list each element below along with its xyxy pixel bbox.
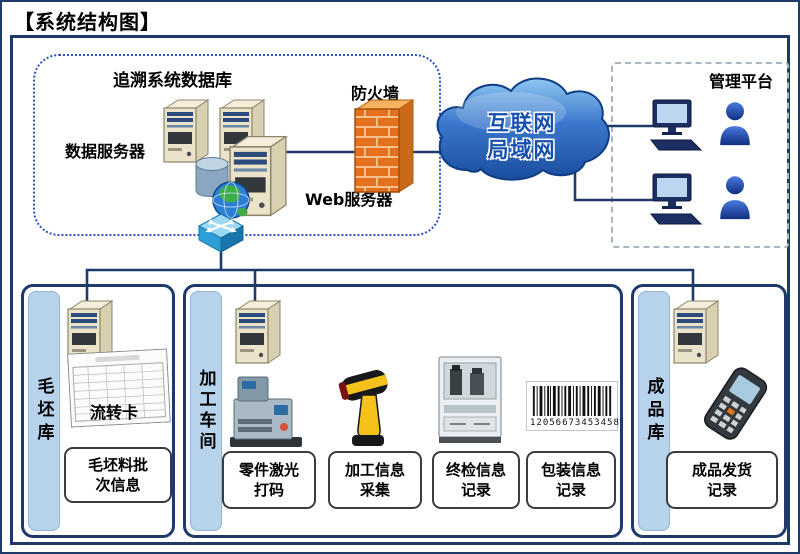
barcode-scanner-gun-icon [338, 361, 394, 449]
laser-marking-box: 零件激光 打码 [222, 451, 316, 509]
database-area-label: 追溯系统数据库 [113, 71, 232, 91]
final-inspection-box: 终检信息 记录 [432, 451, 520, 509]
circulation-card-label: 流转卡 [90, 403, 139, 422]
finished-warehouse-title: 成品库 [643, 376, 664, 446]
cloud-label-line1: 互联网 [487, 110, 557, 135]
laser-marking-machine-icon [226, 371, 306, 449]
user-icon [717, 174, 753, 222]
finished-warehouse-bar: 成品库 [638, 291, 670, 531]
user-icon [717, 100, 753, 148]
cloud-shape [436, 77, 610, 181]
section-blank-warehouse: 毛坯库 流转卡 毛坯料批 次信息 [21, 284, 175, 538]
cloud-label: 互联网 局域网 [429, 70, 615, 204]
workstation-icon [645, 172, 707, 228]
shipping-record-box: 成品发货 记录 [666, 451, 778, 509]
cloud-label-line2: 局域网 [487, 138, 557, 162]
web-server-label: Web服务器 [305, 190, 393, 209]
barcode-bars [532, 386, 612, 416]
packaging-info-box: 包装信息 记录 [526, 451, 616, 509]
section-finished-warehouse: 成品库 成品发货 记录 [631, 284, 787, 538]
page-title: 【系统结构图】 [14, 10, 161, 34]
blank-warehouse-title: 毛坯库 [33, 376, 54, 446]
workstation-icon [645, 98, 707, 154]
finished-terminal-icon [670, 299, 722, 365]
inspection-machine-icon [436, 353, 504, 445]
internet-cloud-icon: 互联网 局域网 [429, 70, 615, 204]
process-info-box: 加工信息 采集 [328, 451, 422, 509]
handheld-terminal-icon [690, 363, 778, 449]
management-platform-boundary: 管理平台 [611, 62, 789, 248]
diagram-frame: 管理平台 毛坯库 流转卡 毛坯料批 次信息 加工车间 [10, 35, 790, 545]
blank-warehouse-bar: 毛坯库 [28, 291, 60, 531]
firewall-icon [353, 96, 415, 196]
workshop-bar: 加工车间 [190, 291, 222, 531]
blank-batch-info-box: 毛坯料批 次信息 [64, 447, 172, 503]
section-workshop: 加工车间 12056673453458 零件激光 打码 加工信息 采集 终检信息… [183, 284, 623, 538]
workshop-terminal-icon [232, 299, 284, 365]
firewall-label: 防火墙 [351, 84, 400, 103]
barcode-number: 12056673453458 [530, 418, 620, 428]
management-platform-label: 管理平台 [708, 72, 773, 91]
barcode-icon: 12056673453458 [526, 381, 620, 431]
workshop-title: 加工车间 [195, 369, 216, 453]
data-server-label: 数据服务器 [65, 142, 146, 161]
network-switch-icon [197, 208, 245, 256]
